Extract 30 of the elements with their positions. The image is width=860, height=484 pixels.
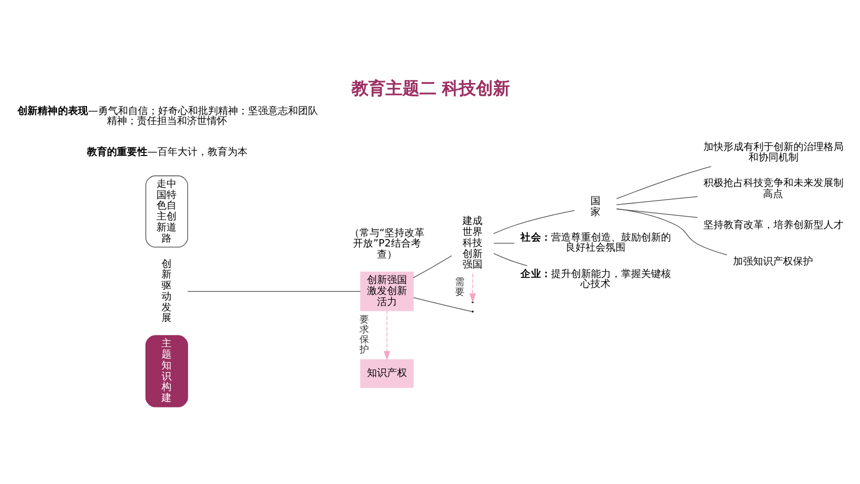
node-text: 企业：提升创新能力，掌握关键核心技术 <box>520 268 671 290</box>
connector <box>493 242 515 244</box>
node-text: 社会：营造尊重创造、鼓励创新的良好社会氛围 <box>520 232 671 254</box>
connector <box>493 210 575 234</box>
label: 教育的重要性—百年大计，教育为本 <box>86 146 248 158</box>
edge-label: 要求保护 <box>359 314 368 356</box>
node-text: 创新驱动发展 <box>162 258 172 324</box>
connector <box>616 166 712 199</box>
node-text: 加快形成有利于创新的治理格局和协同机制 <box>704 141 844 164</box>
node-box: 走中国特色自主创新道路 <box>145 174 188 248</box>
node-box: 主题知识构建 <box>145 334 188 407</box>
label: 创新精神的表现—勇气和自信；好奇心和批判精神；坚强意志和团队精神；责任担当和济世情怀 <box>17 106 318 127</box>
node-box: 创新强国激发创新活力 <box>360 271 414 311</box>
node-text: 国家 <box>590 196 601 218</box>
node-text: 建成世界科技创新强国 <box>462 216 483 270</box>
node-text: 坚持教育改革，培养创新型人才 <box>704 220 844 231</box>
node-text: 积极抢占科技竞争和未来发展制高点 <box>704 178 844 200</box>
connector <box>616 208 728 255</box>
connector <box>187 290 361 292</box>
connector <box>412 254 452 278</box>
node-text: 加强知识产权保护 <box>733 256 814 268</box>
node-label: （常与“坚持改革开放”P2结合考查） <box>349 227 425 260</box>
node-box: 知识产权 <box>360 358 414 388</box>
connector <box>616 208 698 218</box>
connector <box>616 196 698 205</box>
connector <box>413 296 472 312</box>
connector <box>493 252 528 266</box>
diagram-title: 教育主题二 科技创新 <box>351 78 510 99</box>
arrow <box>384 310 390 360</box>
edge-label: 需要 <box>455 276 464 298</box>
